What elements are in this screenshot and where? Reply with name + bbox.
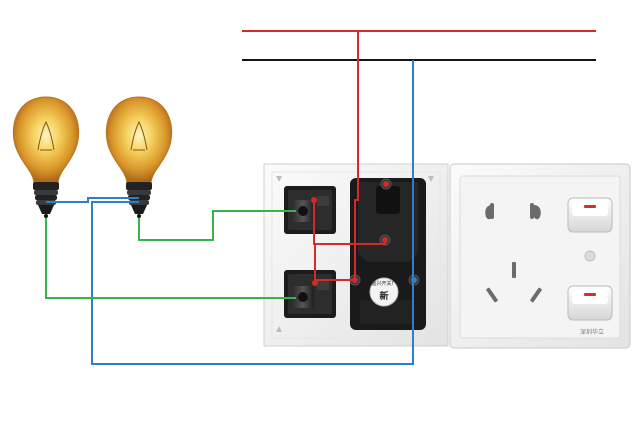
two-pin-outlet [485, 203, 541, 220]
green-upper-to-right-bulb [138, 210, 296, 241]
wires [45, 30, 596, 365]
socket-faceplate: 深圳华立 [449, 163, 631, 349]
rocker-switch-upper[interactable] [567, 197, 613, 233]
indicator-red-upper [584, 205, 596, 208]
blue-bulb-link [46, 197, 139, 203]
indicator-red-lower [584, 293, 596, 296]
light-bulb-left [12, 96, 80, 218]
manufacturer-badge: 嘉兴开关厂 新 [369, 277, 399, 307]
rocker-switch-lower[interactable] [567, 285, 613, 321]
live-drop [354, 31, 359, 280]
green-lower-to-left-bulb [45, 218, 296, 299]
blue-drop-socket [91, 60, 414, 365]
badge-big-char: 新 [379, 290, 388, 302]
terminal-upper-switch [311, 197, 317, 203]
light-bulb-right [105, 96, 173, 218]
socket-mechanism [349, 178, 426, 330]
switch-block-lower [284, 270, 336, 318]
terminal-lower-switch [312, 280, 318, 286]
switch-block-upper [284, 186, 336, 234]
terminal-live-top [383, 181, 389, 187]
indicator-light-upper [584, 250, 596, 262]
terminal-live-mid [382, 237, 388, 243]
badge-ring-text: 嘉兴开关厂 [371, 280, 396, 287]
terminal-neutral-right [411, 277, 417, 283]
socket-brand-label: 深圳华立 [580, 328, 604, 336]
switch-module: 嘉兴开关厂 新 [263, 163, 449, 347]
three-pin-outlet [486, 262, 542, 303]
terminal-live-left [352, 277, 358, 283]
